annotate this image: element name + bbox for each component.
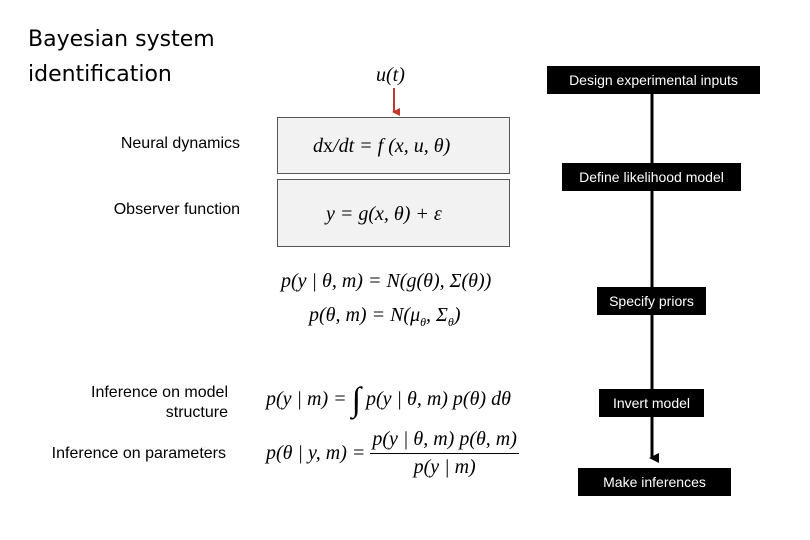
label-inference-model-line-1: Inference on model bbox=[91, 384, 228, 401]
step-define-likelihood[interactable]: Define likelihood model bbox=[562, 163, 741, 191]
step-design-inputs[interactable]: Design experimental inputs bbox=[547, 66, 760, 94]
step-invert-model[interactable]: Invert model bbox=[599, 389, 704, 417]
input-label: u(t) bbox=[376, 64, 405, 86]
equation-posterior: p(θ | y, m) = p(y | θ, m) p(θ, m) p(y | … bbox=[266, 428, 519, 478]
observer-box bbox=[277, 179, 510, 247]
equation-prior: p(θ, m) = N(μθ, Σθ) bbox=[309, 304, 461, 329]
label-neural-dynamics: Neural dynamics bbox=[120, 135, 240, 152]
dynamics-box bbox=[277, 117, 510, 174]
step-specify-priors[interactable]: Specify priors bbox=[597, 287, 706, 315]
title-line-2: identification bbox=[28, 62, 172, 87]
label-inference-parameters: Inference on parameters bbox=[51, 445, 226, 462]
label-inference-model: Inference on model structure bbox=[91, 383, 228, 423]
label-observer-function: Observer function bbox=[113, 201, 240, 218]
equation-dynamics: dx/dt = f (x, u, θ) bbox=[313, 135, 451, 157]
equation-observer: y = g(x, θ) + ε bbox=[326, 203, 442, 225]
title-line-1: Bayesian system bbox=[28, 27, 215, 52]
equation-likelihood: p(y | θ, m) = N(g(θ), Σ(θ)) bbox=[281, 270, 492, 292]
label-inference-model-line-2: structure bbox=[165, 404, 228, 421]
step-make-inferences[interactable]: Make inferences bbox=[578, 468, 731, 496]
equation-evidence: p(y | m) = ∫ p(y | θ, m) p(θ) dθ bbox=[266, 381, 511, 419]
posterior-fraction: p(y | θ, m) p(θ, m) p(y | m) bbox=[370, 428, 519, 478]
page-title: Bayesian system identification bbox=[28, 22, 215, 92]
